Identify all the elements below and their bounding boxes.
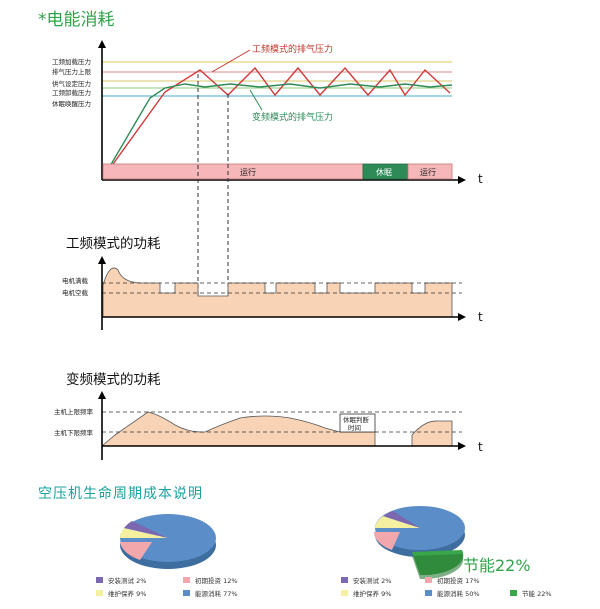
- bar-run-1-label: 运行: [240, 167, 256, 177]
- legend-swatch: [425, 577, 432, 583]
- annotation-vsd: 变频模式的排气压力: [252, 111, 333, 123]
- y-label: 主机上限频率: [54, 407, 94, 416]
- legend-swatch: [183, 590, 190, 596]
- vsd-power-area-2: [411, 420, 453, 447]
- vsd-section-title: 变频模式的功耗: [66, 372, 161, 388]
- legend-swatch: [183, 577, 190, 583]
- legend-swatch: [96, 577, 103, 583]
- bar-sleep-label: 休眠: [376, 167, 392, 177]
- pie-slice-install: [124, 521, 168, 538]
- legend-item: 初期投资 12%: [195, 576, 238, 585]
- annotation-fixed: 工频模式的排气压力: [252, 43, 333, 55]
- legend-item: 节能 22%: [522, 589, 552, 598]
- legend-swatch: [425, 590, 432, 596]
- legend-swatch: [341, 577, 348, 583]
- y-label: 供气设定压力: [52, 79, 91, 88]
- bar-run-2-label: 运行: [420, 167, 436, 177]
- pie-slice-maintenance: [375, 516, 420, 528]
- savings-label: 节能22%: [463, 556, 531, 575]
- y-axis-arrow: [98, 40, 106, 48]
- legend-item: 能源消耗 77%: [195, 589, 238, 598]
- pressure-chart: 工频加载压力 排气压力上限 供气设定压力 工频卸载压力 休眠唤醒压力 t 工频模…: [52, 40, 483, 186]
- left-pie: [119, 514, 216, 569]
- vsd-power-area-1: [102, 411, 376, 447]
- legend-item: 初期投资 17%: [437, 576, 480, 585]
- pie-slice-initial: [373, 532, 400, 550]
- lifecycle-title: 空压机生命周期成本说明: [38, 485, 203, 502]
- right-pie: [373, 506, 465, 580]
- legend-item: 维护保养 9%: [353, 589, 391, 598]
- legend-swatch: [341, 590, 348, 596]
- x-axis-arrow: [458, 176, 466, 184]
- left-legend: 安装测试 2% 初期投资 12% 维护保养 9% 能源消耗 77%: [96, 576, 238, 598]
- pie-slice-initial: [120, 542, 152, 560]
- bar-run-2: [407, 163, 453, 180]
- pie-slice-install: [383, 511, 420, 528]
- fixed-power-section: 工频模式的功耗 电机满载 电机空载 t: [62, 236, 483, 330]
- fixed-power-area: [102, 267, 453, 318]
- right-legend: 安装测试 2% 初期投资 17% 维护保养 9% 能源消耗 50% 节能 22%: [341, 576, 552, 598]
- axis-t-label: t: [478, 172, 483, 186]
- legend-swatch: [510, 590, 517, 596]
- axis-t-label: t: [478, 310, 483, 324]
- annotation-fixed-pointer: [211, 49, 251, 73]
- annotation-vsd-pointer: [249, 89, 263, 111]
- x-axis-arrow: [458, 313, 466, 321]
- legend-item: 安装测试 2%: [108, 576, 146, 585]
- pie-slice-savings-depth: [412, 554, 464, 580]
- y-axis-arrow: [98, 391, 106, 399]
- x-axis-arrow: [458, 442, 466, 450]
- bar-run-1: [102, 163, 364, 180]
- page-title: *电能消耗: [38, 10, 115, 30]
- axis-t-label: t: [478, 440, 483, 454]
- sleep-box-line1: 休眠判断: [343, 415, 370, 424]
- y-label: 休眠唤醒压力: [52, 99, 91, 108]
- vsd-power-section: 变频模式的功耗 主机上限频率 主机下限频率 休眠判断 时间 t: [54, 372, 483, 460]
- sleep-box-line2: 时间: [348, 423, 361, 432]
- sleep-judgement-box: [339, 413, 376, 433]
- fixed-pressure-curve: [102, 66, 451, 179]
- y-axis-arrow: [98, 256, 106, 264]
- y-label: 排气压力上限: [52, 67, 92, 76]
- legend-item: 能源消耗 50%: [437, 589, 480, 598]
- legend-item: 安装测试 2%: [353, 576, 391, 585]
- fixed-section-title: 工频模式的功耗: [66, 236, 161, 252]
- legend-item: 维护保养 9%: [108, 589, 146, 598]
- y-label: 主机下限频率: [54, 428, 94, 437]
- pie-slice-maintenance: [119, 528, 168, 538]
- y-label: 电机满载: [62, 276, 89, 285]
- y-label: 工频卸载压力: [52, 88, 91, 97]
- vsd-pressure-curve: [102, 83, 453, 179]
- lifecycle-section: 空压机生命周期成本说明 节能22% 安装测试 2% 初期投资 12%: [38, 485, 552, 598]
- y-label: 电机空载: [62, 288, 89, 297]
- y-label: 工频加载压力: [52, 57, 91, 66]
- legend-swatch: [96, 590, 103, 596]
